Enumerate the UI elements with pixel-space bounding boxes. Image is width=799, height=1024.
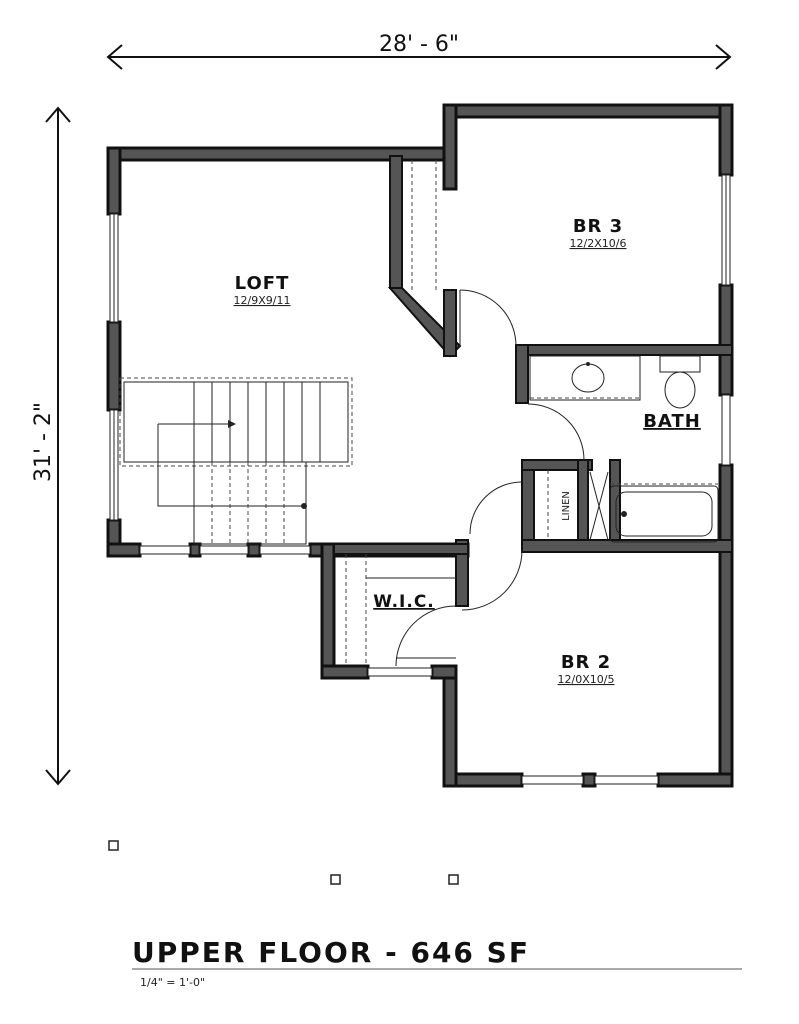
room-loft-size: 12/9X9/11 [234,294,291,307]
windows [109,174,731,785]
exterior-walls [106,103,734,788]
depth-dimension: 31' - 2" [30,106,71,786]
width-dimension-label: 28' - 6" [379,32,459,57]
room-br3-size: 12/2X10/6 [570,237,627,250]
plan-title: UPPER FLOOR - 646 SF [132,936,530,969]
room-br2-name: BR 2 [561,652,611,673]
title-block: UPPER FLOOR - 646 SF 1/4" = 1'-0" [132,936,742,989]
depth-dimension-label: 31' - 2" [31,402,56,482]
sink-icon [571,363,605,393]
toilet-tank [659,355,701,373]
room-loft: LOFT 12/9X9/11 [234,273,291,307]
lower-stair-treads [211,462,285,544]
toilet-icon [664,371,696,409]
interior-walls [333,155,733,607]
room-br2-size: 12/0X10/5 [558,673,615,686]
room-br3: BR 3 12/2X10/6 [570,216,627,250]
plan-scale: 1/4" = 1'-0" [140,976,205,989]
staircase [119,377,353,545]
room-linen: LINEN [561,491,572,521]
bath-fixtures [529,355,719,543]
room-wic-name: W.I.C. [373,592,435,612]
closet-shelving [345,160,456,666]
room-wic: W.I.C. [373,592,435,612]
width-dimension: 28' - 6" [106,30,732,70]
vanity-counter [529,355,641,401]
room-bath: BATH [643,411,701,432]
bathtub-icon [609,485,719,543]
room-br3-name: BR 3 [573,216,623,237]
room-loft-name: LOFT [235,273,290,294]
room-bath-name: BATH [643,411,701,432]
door-swings [395,289,585,667]
upper-stair-treads [193,382,321,462]
post-markers [108,840,459,885]
room-linen-name: LINEN [561,491,572,521]
room-br2: BR 2 12/0X10/5 [558,652,615,686]
